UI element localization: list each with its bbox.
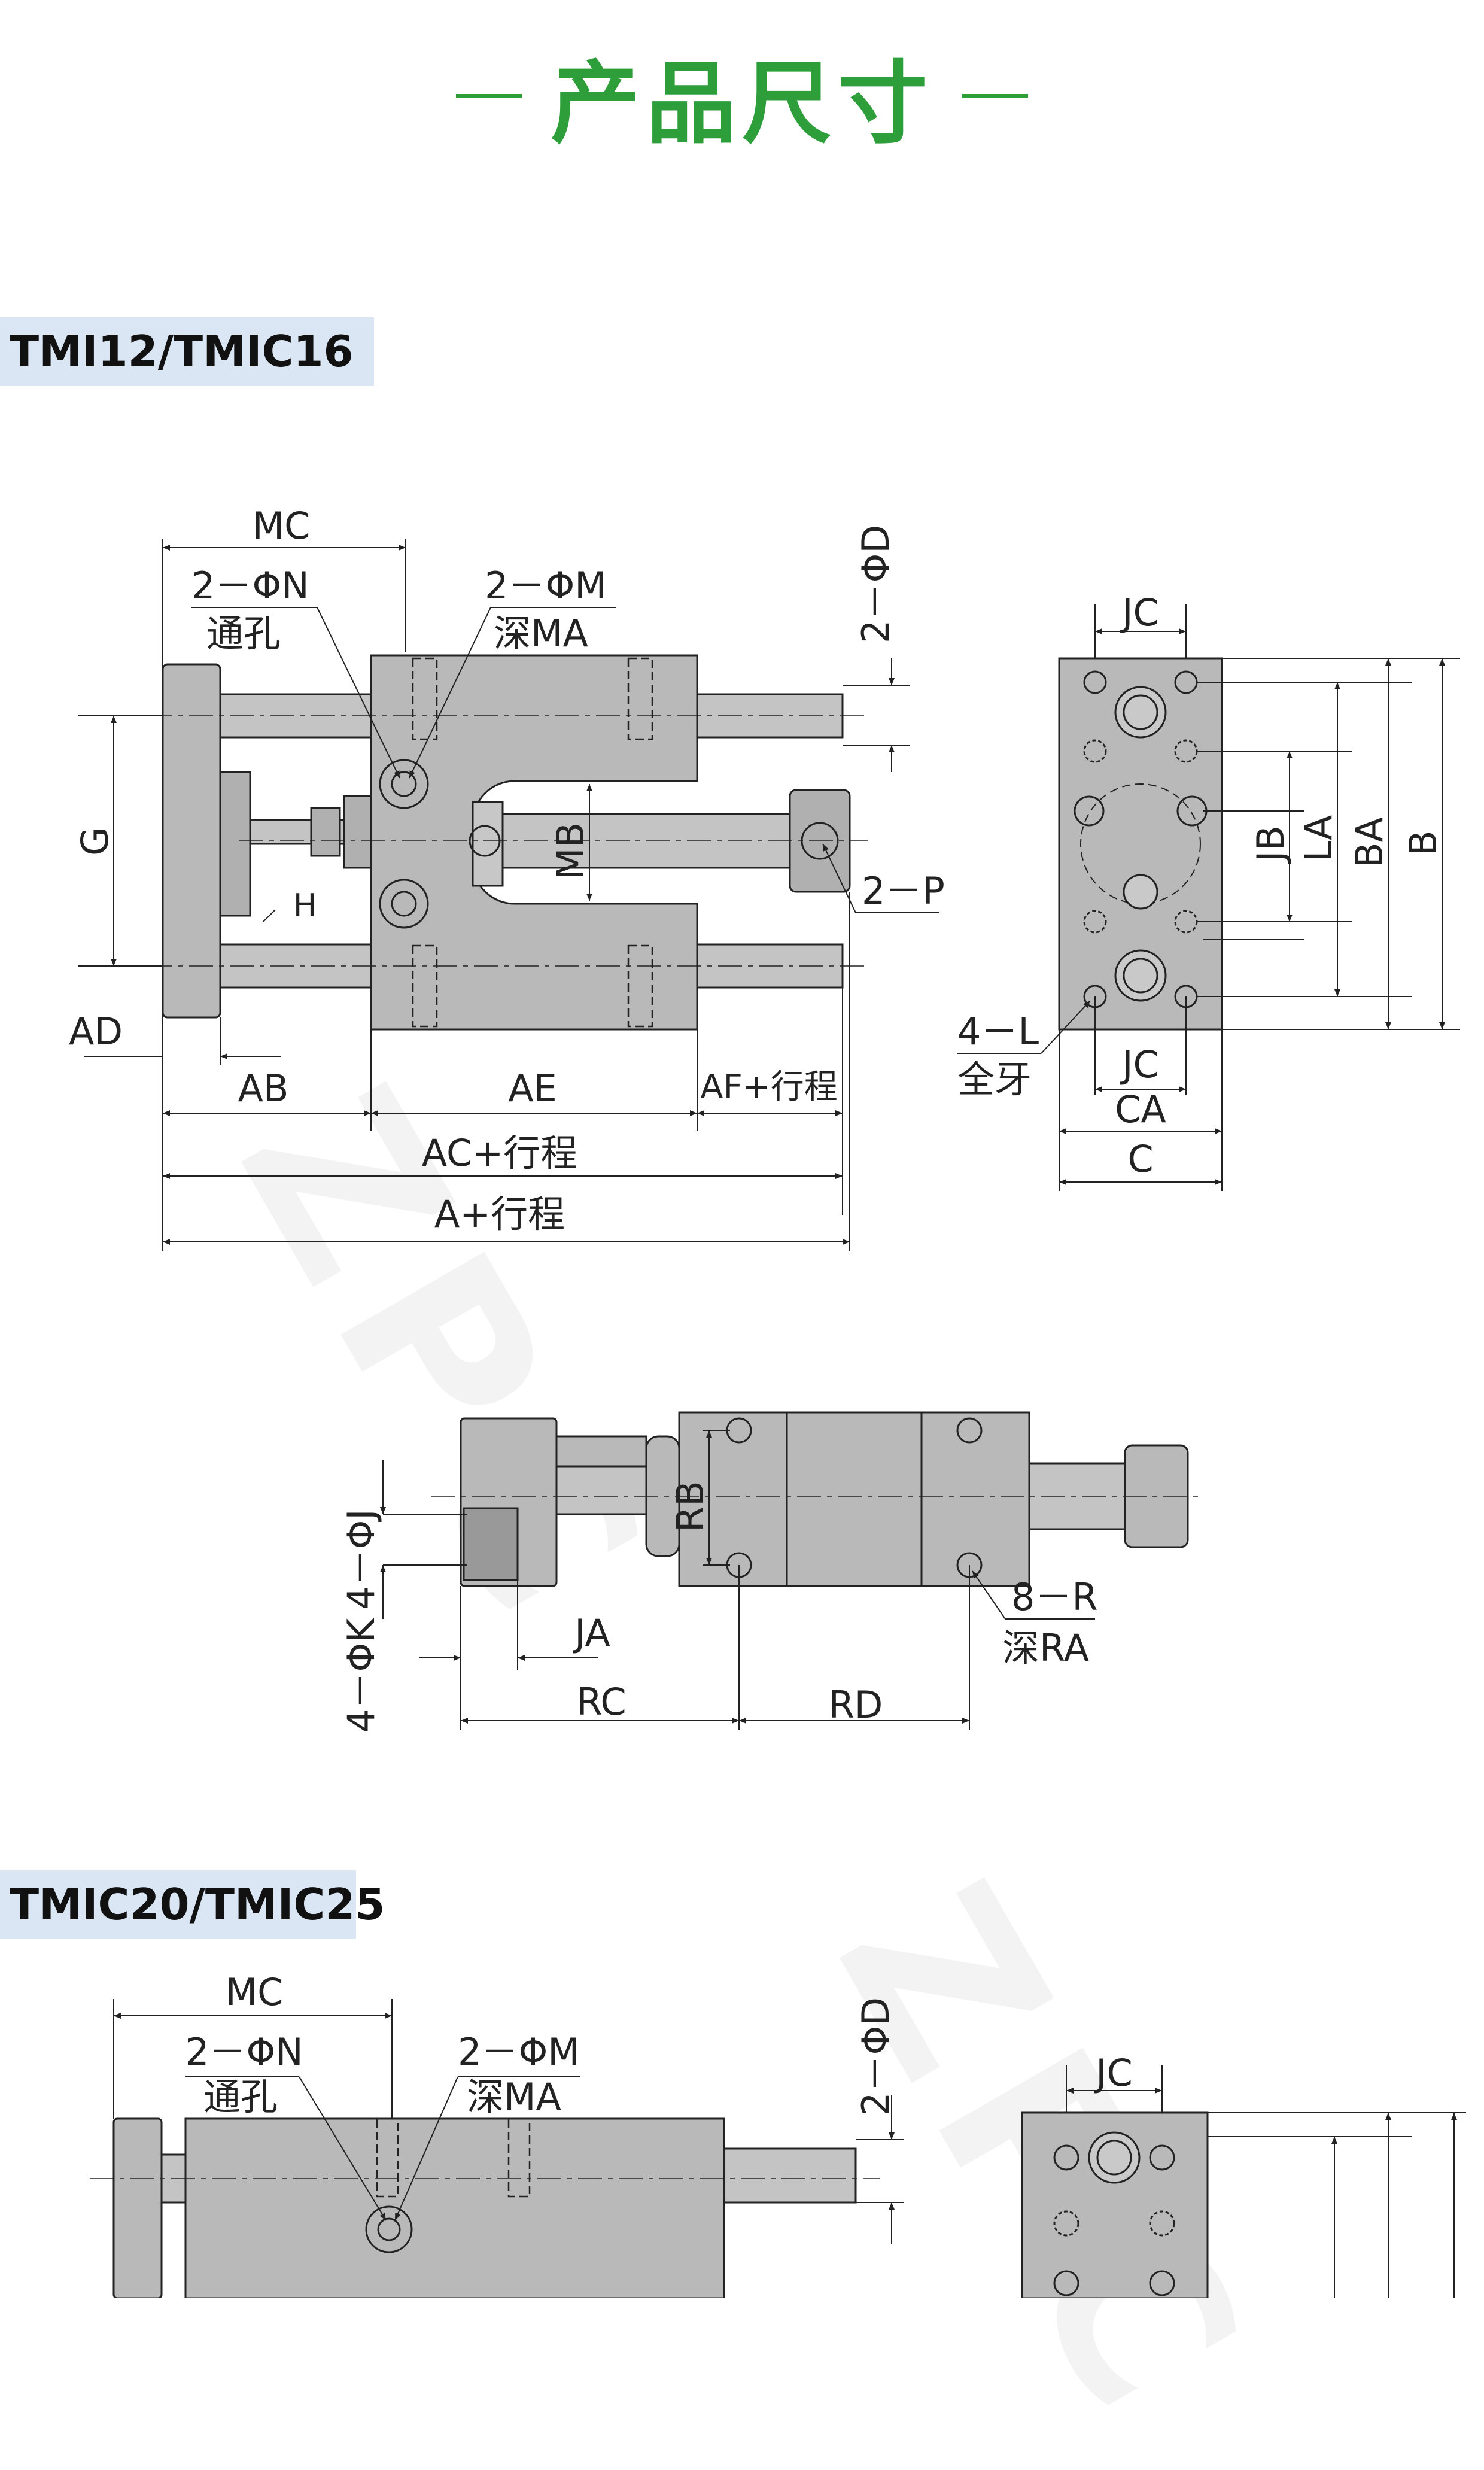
- label-g: G: [73, 827, 117, 856]
- side-port-bottom: [1114, 949, 1167, 1002]
- extension-lines: [78, 539, 910, 1251]
- label-r: 8－R: [1011, 1575, 1098, 1619]
- technical-drawing: MC 2－ΦN 通孔 2－ΦM 深MA 2－ΦD G MB H 2－P AD A…: [69, 504, 1466, 2298]
- side-ext-lines: [1059, 604, 1460, 1191]
- front2-body: [184, 2117, 725, 2298]
- label-ad: AD: [69, 1010, 123, 1053]
- label-m-sub: 深MA: [494, 612, 588, 655]
- label-l: 4－L: [957, 1010, 1039, 1053]
- label-mb: MB: [549, 822, 592, 880]
- threaded-holes: [412, 657, 653, 1028]
- label-b: B: [1401, 830, 1445, 856]
- section-label-tmic20: TMIC20/TMIC25: [0, 1870, 385, 1939]
- front2-bolt: [365, 2205, 413, 2253]
- label2-m-sub: 深MA: [467, 2075, 561, 2119]
- front2-rod: [723, 2147, 857, 2204]
- side-hole-center: [1123, 874, 1158, 910]
- top-rod: [555, 1465, 647, 1515]
- label-d: 2－ΦD: [854, 525, 898, 643]
- label-jc-bot: JC: [1120, 1043, 1159, 1086]
- side2-ext-lines: [1066, 2065, 1466, 2137]
- label-ja: JA: [572, 1611, 610, 1655]
- section-label-tmi12: TMI12/TMIC16: [0, 317, 374, 386]
- header-right-line: [962, 94, 1028, 98]
- label2-n-sub: 通孔: [203, 2075, 278, 2119]
- label2-jc: JC: [1093, 2051, 1133, 2095]
- label-ac: AC+行程: [422, 1131, 578, 1175]
- label-jc-top: JC: [1120, 591, 1159, 634]
- dimension-lines: [84, 545, 895, 1245]
- label-k: 4－ΦK: [339, 1618, 383, 1733]
- label-c: C: [1127, 1137, 1153, 1181]
- page-title: 产品尺寸: [550, 51, 933, 156]
- nut: [310, 807, 341, 857]
- side-view-2: [1021, 2065, 1466, 2298]
- front-view-2: [90, 1999, 904, 2298]
- bolt-bottom: [379, 879, 429, 929]
- front-view: [78, 539, 939, 1251]
- front2-thread-hole-2: [507, 2117, 531, 2198]
- side2-port-inner: [1096, 2140, 1132, 2176]
- label2-m: 2－ΦM: [458, 2030, 580, 2074]
- label-mc: MC: [253, 504, 311, 548]
- dimension-labels: MC 2－ΦN 通孔 2－ΦM 深MA 2－ΦD G MB H 2－P AD A…: [69, 504, 1445, 2119]
- front2-ext-lines: [113, 1999, 904, 2203]
- top-dim-lines: [380, 1430, 1095, 1724]
- label2-mc: MC: [226, 1970, 284, 2014]
- top-body: [678, 1411, 1030, 1587]
- top-counterbore: [463, 1507, 519, 1581]
- side-port-top: [1114, 686, 1167, 739]
- front2-bolt-inner: [377, 2217, 401, 2241]
- side2-holes: [1053, 2144, 1175, 2296]
- label-la: LA: [1297, 815, 1340, 862]
- piston-block: [472, 801, 504, 887]
- end-plate: [162, 663, 221, 1019]
- label-a: A+行程: [434, 1192, 565, 1236]
- label-rb: RB: [668, 1481, 712, 1532]
- front2-dim-lines: [114, 2013, 895, 2244]
- page-header: 产品尺寸: [0, 36, 1484, 156]
- front2-thread-hole-1: [376, 2117, 399, 2198]
- label-j: 4－ΦJ: [339, 1509, 383, 1610]
- side-port-bottom-inner: [1123, 958, 1158, 994]
- label2-d: 2－ΦD: [854, 1997, 898, 2116]
- label-r-sub: 深RA: [1002, 1626, 1089, 1670]
- label-n: 2－ΦN: [191, 564, 309, 607]
- center-lines: [108, 715, 868, 967]
- bolt-top: [379, 759, 429, 809]
- label-ba: BA: [1348, 817, 1391, 868]
- label-rc: RC: [576, 1680, 626, 1724]
- label-jb: JB: [1249, 825, 1293, 864]
- label-ca: CA: [1115, 1087, 1166, 1131]
- side-port-top-inner: [1123, 694, 1158, 730]
- label-ab: AB: [238, 1067, 289, 1110]
- top-view: [380, 1411, 1203, 1730]
- label-rd: RD: [829, 1683, 883, 1727]
- side2-port: [1088, 2131, 1141, 2184]
- end-plate-boss: [219, 771, 251, 917]
- side-dim-lines: [957, 628, 1445, 1185]
- bolt-top-inner: [391, 771, 417, 797]
- label-ae: AE: [508, 1067, 557, 1110]
- label-p: 2－P: [862, 869, 945, 913]
- bolt-bottom-inner: [391, 891, 417, 917]
- label-l-sub: 全牙: [957, 1058, 1032, 1101]
- leader-lines: [191, 607, 939, 922]
- label-h: H: [293, 888, 317, 923]
- header-left-line: [455, 94, 522, 98]
- label2-n: 2－ΦN: [186, 2030, 303, 2074]
- label-n-sub: 通孔: [206, 612, 281, 655]
- front2-end-plate: [112, 2117, 163, 2298]
- side2-dim-lines: [1066, 2088, 1457, 2298]
- label-af: AF+行程: [700, 1068, 837, 1107]
- side-view: [957, 604, 1460, 1191]
- label-m: 2－ΦM: [485, 564, 607, 607]
